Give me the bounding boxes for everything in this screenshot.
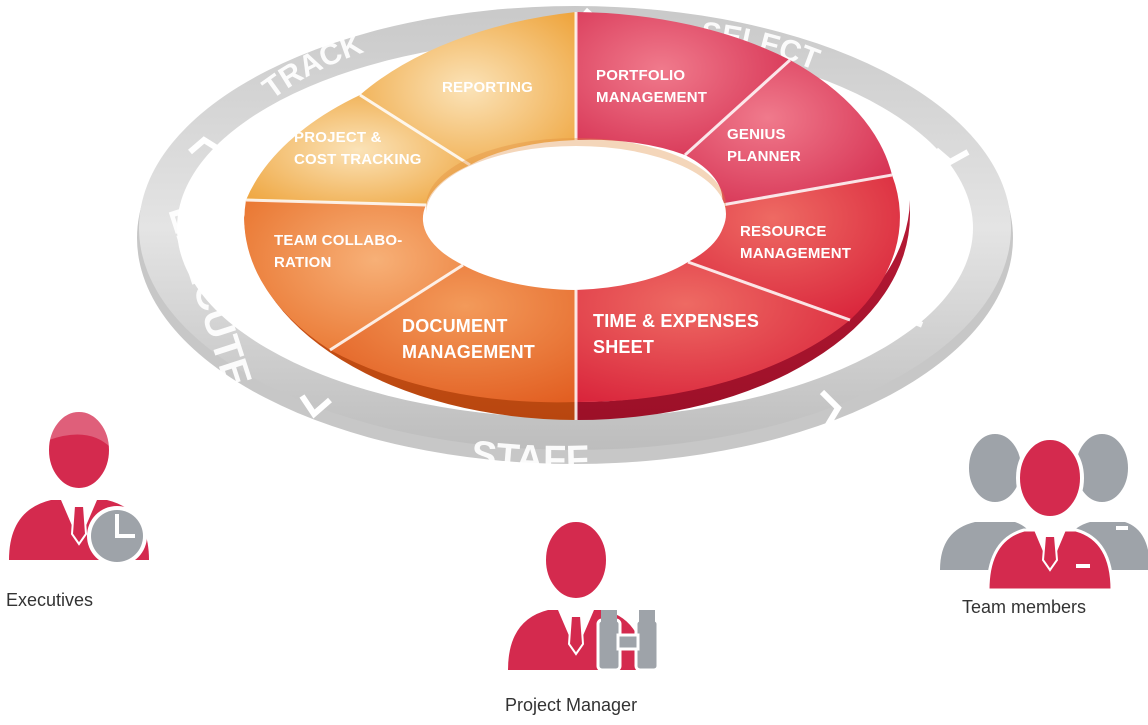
segment-time-label: TIME & EXPENSES SHEET [593, 311, 764, 357]
module-wheel [244, 12, 910, 421]
team-members-icon [940, 430, 1148, 592]
segment-portfolio-label: PORTFOLIO MANAGEMENT [596, 67, 707, 106]
segment-document-label: DOCUMENT MANAGEMENT [402, 316, 535, 362]
segment-reporting-label: REPORTING [442, 79, 533, 96]
segment-genius-shape [685, 60, 892, 205]
binoculars-icon [596, 610, 660, 672]
segment-project-label: PROJECT & COST TRACKING [294, 129, 422, 168]
segment-resource-label: RESOURCE MANAGEMENT [740, 223, 851, 262]
segment-resource-shape [688, 175, 900, 320]
segment-labels: REPORTING PROJECT & COST TRACKING TEAM C… [274, 67, 851, 362]
phase-staff: STAFF [469, 433, 590, 481]
project-manager-label: Project Manager [505, 695, 638, 715]
segment-portfolio-shape [576, 12, 790, 155]
segment-document-shape [330, 265, 576, 403]
segment-project-shape [246, 95, 470, 205]
executives-label: Executives [6, 590, 94, 610]
clock-icon [87, 506, 147, 566]
segment-reporting-shape [360, 12, 576, 165]
segment-team-label: TEAM COLLABO- RATION [274, 232, 407, 271]
segment-genius-label: GENIUS PLANNER [727, 126, 801, 165]
team-members-label: Team members [962, 597, 1087, 617]
segment-team-shape [244, 200, 463, 350]
